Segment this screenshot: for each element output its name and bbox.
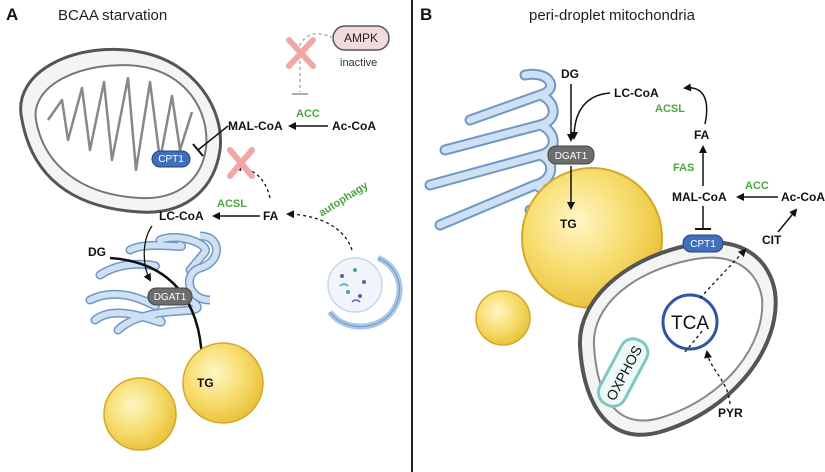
cit-label: CIT (762, 233, 782, 247)
cpt1-box-a: CPT1 (151, 150, 191, 168)
arrow-fa-lccoa-b (683, 83, 708, 125)
tg-label-a: TG (197, 376, 214, 390)
arrow-pyr-tca (704, 350, 731, 405)
dg-label-b: DG (561, 67, 579, 81)
mitochondrion-a (19, 47, 223, 214)
inhibit-bar (192, 143, 204, 157)
inhibit-malcoa-cpt1 (197, 125, 229, 151)
svg-text:DGAT1: DGAT1 (154, 292, 187, 303)
tg-label-b: TG (560, 217, 577, 231)
acc-label-b: ACC (745, 180, 769, 192)
panel-a-title: BCAA starvation (58, 7, 167, 24)
er-tubes-a (185, 231, 221, 305)
lipid-droplet-a2 (182, 342, 264, 424)
acc-label-a: ACC (296, 108, 320, 120)
arrow-cit-accoa (777, 208, 798, 233)
arrow-lccoa-dgat1-a (143, 225, 153, 282)
panel-a-letter: A (6, 5, 18, 24)
malcoa-label-b: MAL-CoA (672, 190, 727, 204)
lipid-droplet-a1 (103, 377, 177, 451)
panel-b-title: peri-droplet mitochondria (529, 7, 696, 24)
dgat1-box-b: DGAT1 (547, 145, 595, 165)
acsl-label-b: ACSL (655, 103, 685, 115)
svg-text:DGAT1: DGAT1 (555, 151, 588, 162)
fa-label-b: FA (694, 128, 710, 142)
accoa-label-b: Ac-CoA (781, 190, 825, 204)
lccoa-label-a: LC-CoA (159, 209, 204, 223)
acsl-label-a: ACSL (217, 198, 247, 210)
fa-cross-icon (227, 147, 255, 179)
ampk-state: inactive (340, 57, 377, 69)
panel-b-letter: B (420, 5, 432, 24)
svg-text:CPT1: CPT1 (690, 239, 716, 250)
dg-label-a: DG (88, 245, 106, 259)
accoa-label-a: Ac-CoA (332, 119, 376, 133)
lccoa-label-b: LC-CoA (614, 86, 659, 100)
er-b (424, 68, 559, 231)
fa-label-a: FA (263, 209, 279, 223)
ampk-box: AMPK (332, 25, 390, 51)
malcoa-label-a: MAL-CoA (228, 119, 283, 133)
lipid-droplet-b2 (475, 290, 531, 346)
svg-text:TCA: TCA (671, 313, 709, 334)
arrow-lccoa-dgat1-b (570, 92, 611, 140)
autophagy-label: autophagy (317, 179, 371, 219)
autophagosome-icon (327, 255, 403, 330)
ampk-cross-icon (286, 37, 316, 69)
dgat1-box-a: DGAT1 (147, 287, 193, 306)
fas-label-b: FAS (673, 162, 694, 174)
cpt1-box-b: CPT1 (682, 234, 724, 253)
arrow-tca-cit (684, 250, 745, 353)
arrow-autophagy-fa (286, 210, 353, 251)
svg-text:CPT1: CPT1 (158, 154, 184, 165)
pyr-label: PYR (718, 406, 743, 420)
ampk-inhibit-dashed (299, 33, 334, 92)
tca-circle: TCA (661, 293, 719, 351)
svg-text:AMPK: AMPK (344, 31, 378, 45)
